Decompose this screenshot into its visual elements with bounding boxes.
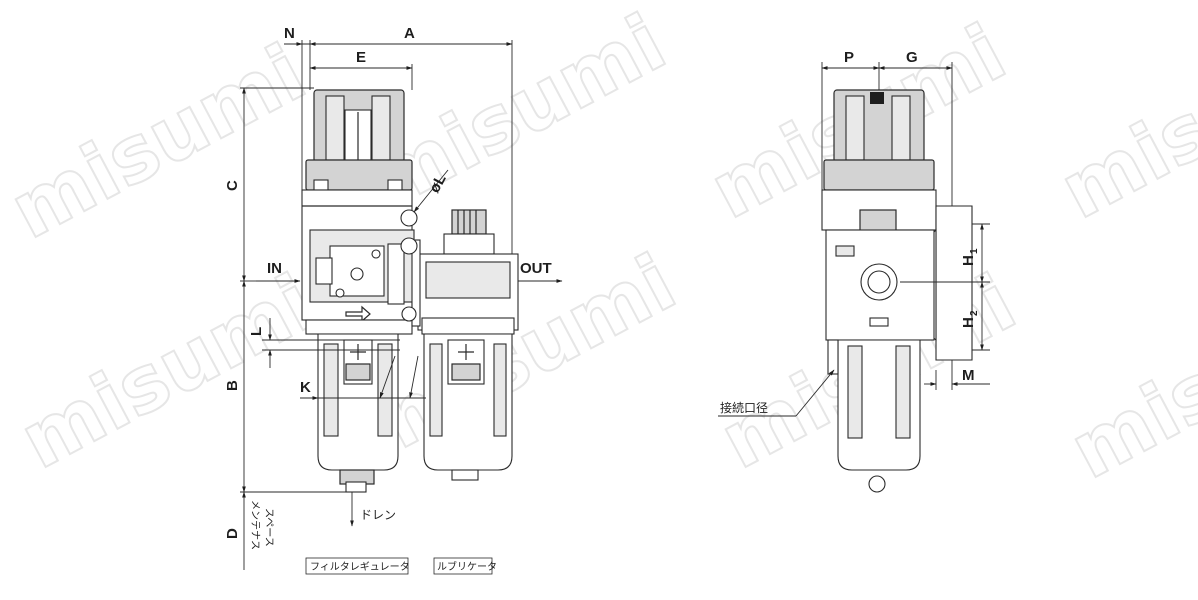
lubricator-box [433,557,493,575]
dim-label-b: B [224,380,241,391]
maintenance-label-2: スペース [263,508,274,547]
filter-regulator-box [305,557,409,575]
dim-label-p: P [844,49,854,66]
dim-label-d: D [224,528,241,539]
filter-bowl [317,333,399,493]
svg-text:misumi: misumi [0,28,320,257]
port-out-label: OUT [520,260,552,277]
port-in-label: IN [267,260,282,277]
watermark: misumi misumi misumi misumi misumi misum… [0,0,1198,498]
dim-label-a: A [404,25,415,42]
lubricator-label: ルブリケータ [437,560,497,573]
side-dimension-lines [718,62,990,417]
lubricator [417,209,519,481]
svg-text:H: H [960,317,977,328]
dim-label-g: G [906,49,918,66]
svg-text:misumi: misumi [7,258,330,487]
dim-label-m: M [962,367,975,384]
svg-text:H: H [960,255,977,266]
filter-regulator-body [301,189,415,335]
svg-text:2: 2 [969,310,980,316]
dim-label-e: E [356,49,366,66]
dim-label-k: K [300,379,311,396]
filter-regulator-label: フィルタレギュレータ [310,561,410,573]
svg-text:misumi: misumi [1047,8,1198,237]
regulator-knob [305,89,413,191]
maintenance-label-1: メンテナス [249,500,261,550]
dim-label-h1: H 1 [960,248,980,266]
front-dimension-lines [240,40,513,570]
front-view: IN OUT [224,25,563,575]
svg-text:1: 1 [969,248,980,254]
dim-label-n: N [284,25,295,42]
dim-label-c: C [224,180,241,191]
drain-label: ドレン [360,508,396,522]
spacer-joint [400,209,421,327]
dim-label-h2: H 2 [960,310,980,328]
dim-label-phi-l: øL [426,172,450,196]
svg-text:misumi: misumi [1057,268,1198,497]
connection-label: 接続口径 [720,400,768,415]
dim-label-l: L [248,327,265,336]
side-view: P G H 1 H 2 M 接続口径 [718,49,990,493]
